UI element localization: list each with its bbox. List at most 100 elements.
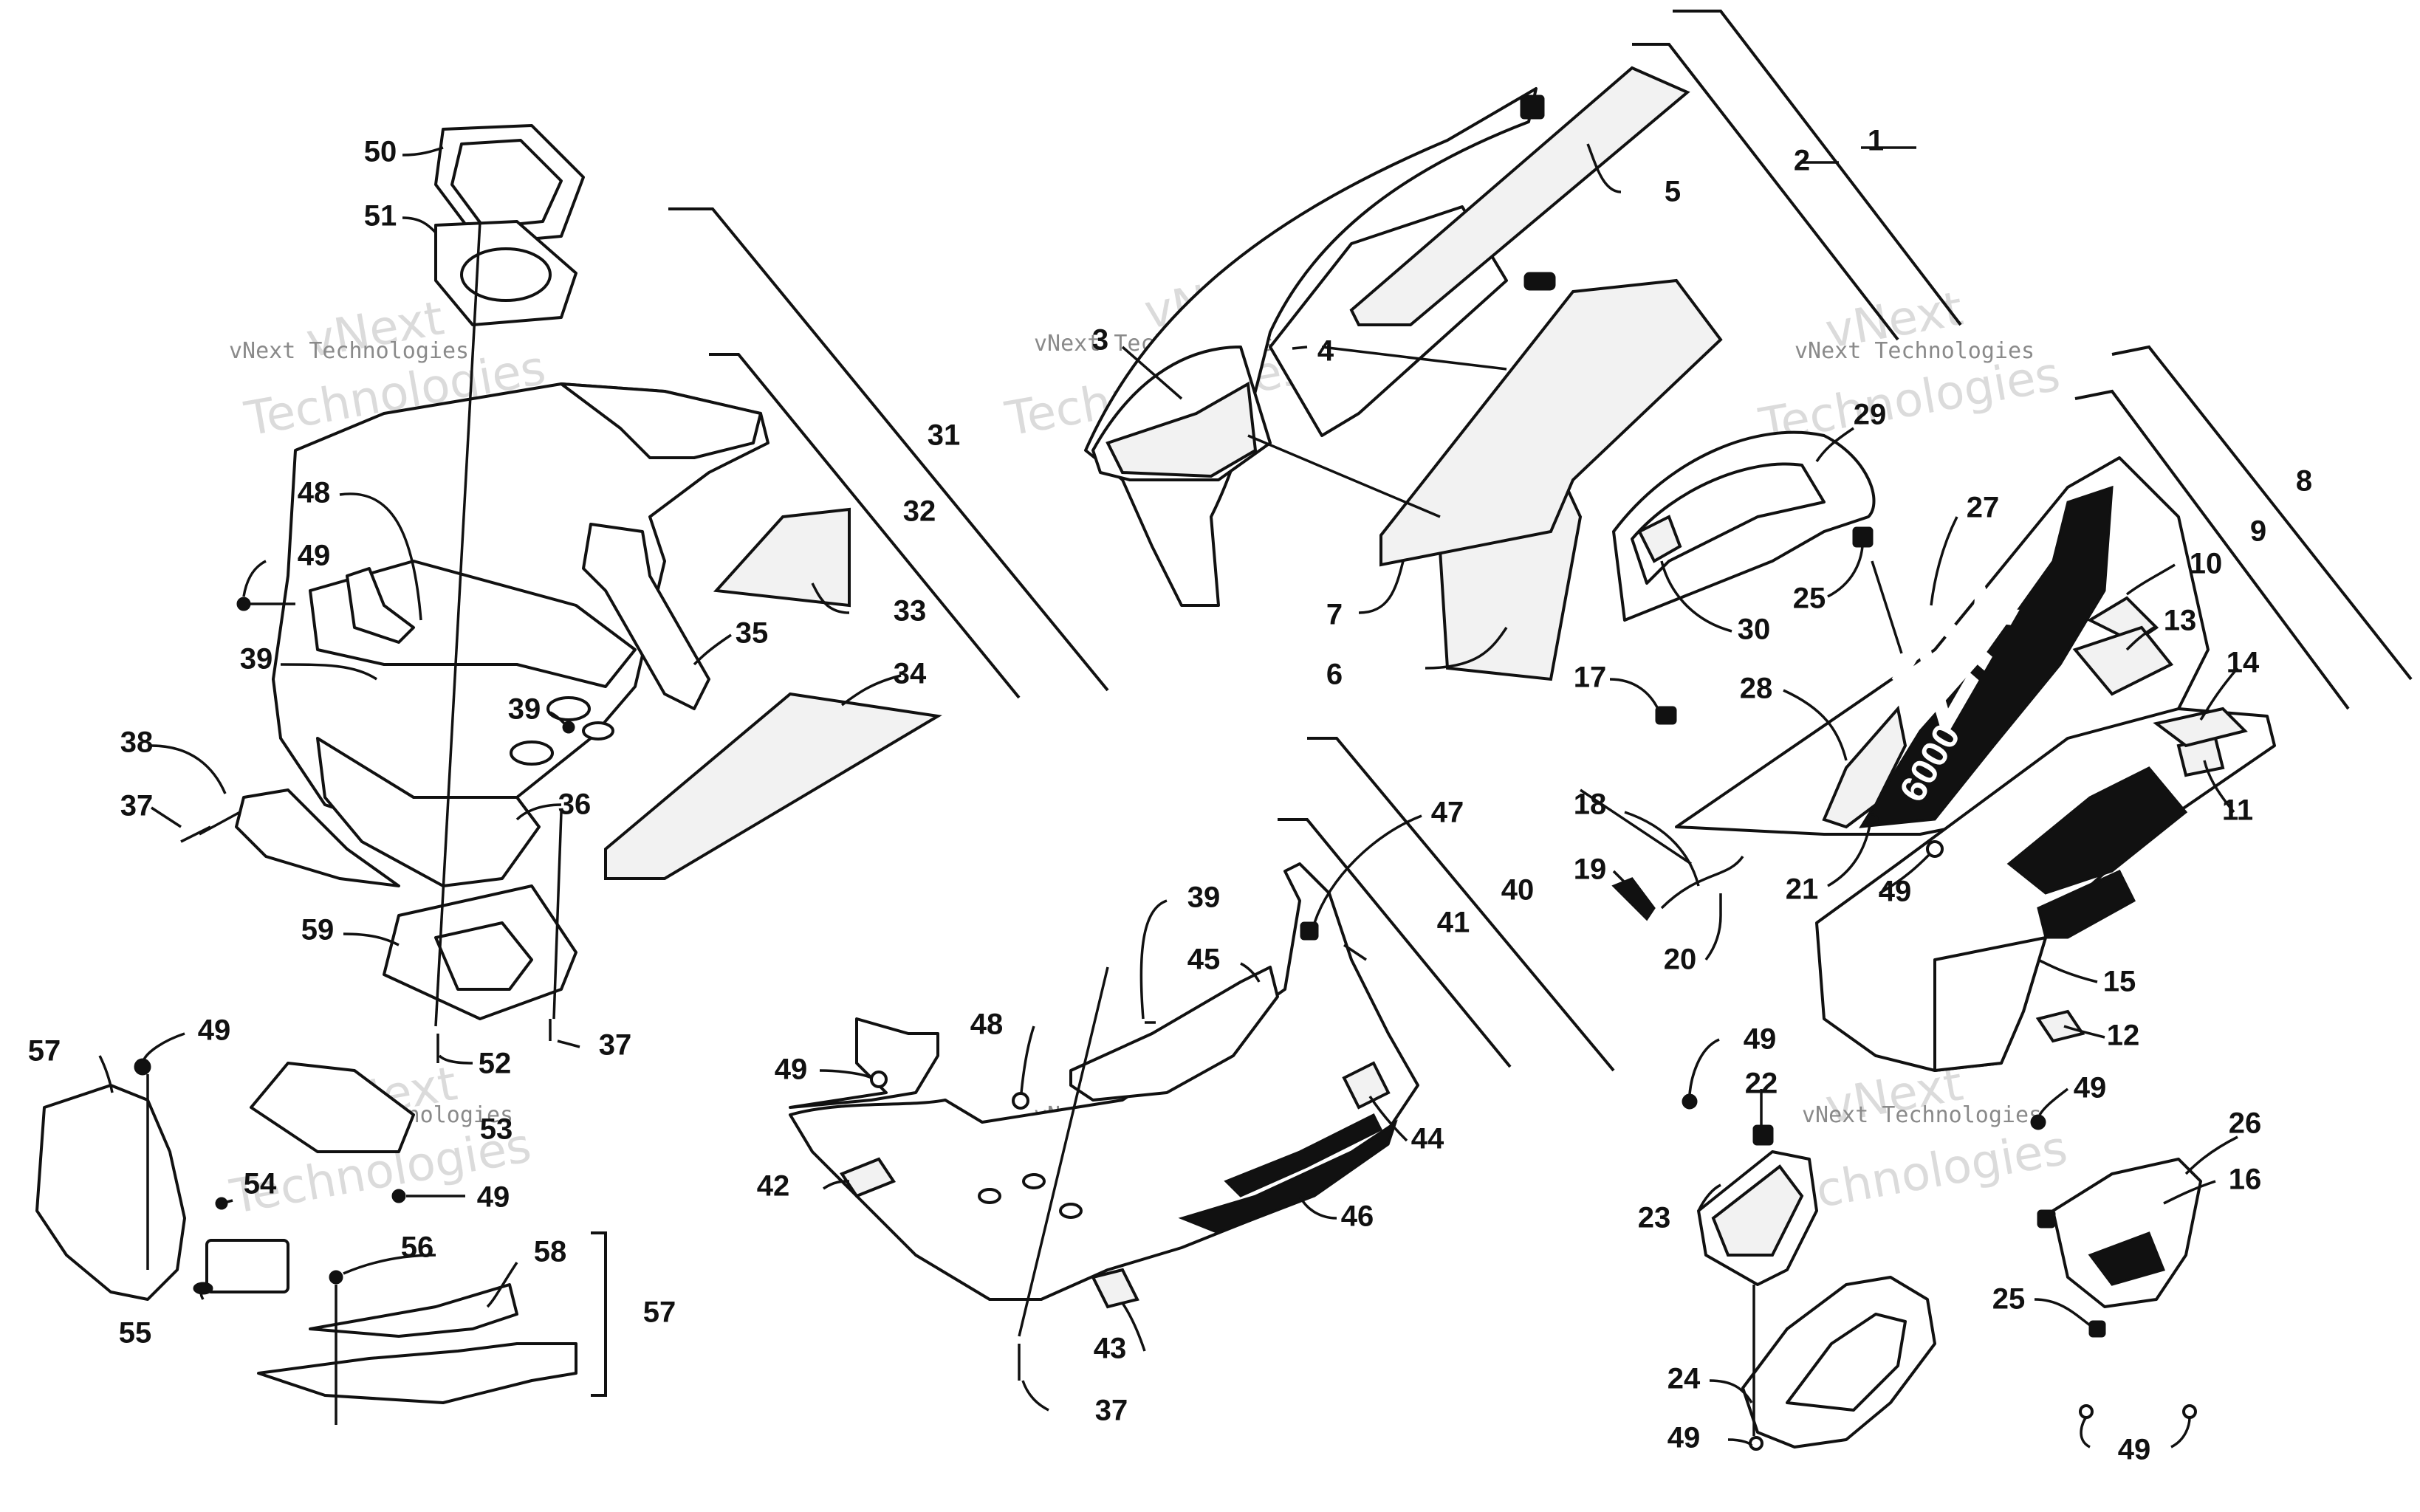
- leader-23: [1697, 1183, 1721, 1212]
- part-25-clip: [2037, 1209, 2056, 1228]
- bracket-1: [1673, 10, 1962, 326]
- part-49-fastener: [236, 597, 251, 611]
- assembly-line: [1580, 788, 1692, 865]
- part-15-decal: [2037, 870, 2136, 939]
- callout-38: 38: [120, 726, 154, 759]
- leader-36: [515, 803, 562, 821]
- callout-15: 15: [2103, 966, 2136, 998]
- part-25-clip: [1852, 526, 1874, 548]
- leader-14: [2199, 667, 2239, 721]
- callout-55: 55: [119, 1317, 152, 1350]
- leader-18: [1624, 811, 1700, 887]
- leader-11: [2203, 760, 2235, 814]
- assembly-line: [434, 221, 481, 1027]
- callout-3: 3: [1092, 324, 1108, 357]
- callout-47: 47: [1431, 797, 1464, 829]
- part-40-hole: [1059, 1203, 1083, 1219]
- part-23-mesh: [1711, 1164, 1804, 1257]
- callout-40: 40: [1501, 874, 1535, 907]
- leader-27: [1930, 516, 1958, 606]
- part-47-clip: [1300, 921, 1319, 941]
- leader-54: [221, 1199, 233, 1205]
- watermark-text: vNext Technologies: [1795, 338, 2035, 364]
- part-45-insert: [1069, 966, 1279, 1102]
- callout-11: 11: [2222, 794, 2253, 827]
- part-31-hole: [510, 740, 554, 766]
- leader-55: [199, 1291, 205, 1300]
- callout-39b: 39: [508, 693, 541, 726]
- leader-37c: [1021, 1380, 1049, 1412]
- callout-13: 13: [2164, 605, 2197, 637]
- lower-right-assembly: [1682, 1093, 2202, 1451]
- leader-48b: [1020, 1025, 1035, 1093]
- callout-25: 25: [1793, 583, 1826, 615]
- callout-49: 49: [298, 540, 331, 572]
- side-panel-assembly: ZR 6000: [1580, 430, 2276, 1072]
- part-33-foam: [713, 507, 851, 608]
- leader-25b: [2034, 1298, 2091, 1327]
- leader-19: [1612, 870, 1626, 884]
- callout-5: 5: [1665, 176, 1681, 208]
- part-4-clip: [1523, 272, 1556, 291]
- callout-16: 16: [2229, 1164, 2262, 1196]
- part-18-cable: [1660, 856, 1744, 910]
- leader-59: [343, 932, 400, 946]
- callout-12: 12: [2107, 1020, 2140, 1052]
- leader-48: [339, 492, 422, 621]
- bracket-9: [2074, 389, 2350, 710]
- part-50-gasket-inner: [450, 139, 563, 229]
- callout-53: 53: [480, 1113, 513, 1146]
- bracket-32: [709, 353, 1021, 699]
- leader-49e: [1879, 853, 1930, 895]
- leader-20: [1704, 915, 1722, 961]
- part-14-patch: [2153, 707, 2248, 748]
- leader-34: [840, 674, 902, 707]
- watermark-text: vNext Technologies: [229, 338, 469, 364]
- callout-49e: 49: [1879, 876, 1912, 908]
- part-43-patch: [1091, 1268, 1139, 1309]
- bracket-8: [2111, 345, 2413, 681]
- callout-52: 52: [479, 1048, 512, 1080]
- leader-13: [2125, 625, 2157, 651]
- part-56-fastener: [329, 1270, 343, 1285]
- callout-4: 4: [1317, 335, 1334, 368]
- callout-28: 28: [1740, 673, 1773, 705]
- leader-44: [1368, 1096, 1408, 1142]
- callout-26: 26: [2229, 1107, 2262, 1140]
- callout-49h: 49: [1667, 1422, 1701, 1454]
- leader-46: [1298, 1195, 1337, 1220]
- leader-26: [2184, 1135, 2238, 1175]
- leader-58: [486, 1262, 518, 1308]
- leader-57: [98, 1055, 114, 1093]
- part-31-nose-top: [560, 382, 762, 459]
- part-49-fastener: [2030, 1114, 2046, 1130]
- callout-35: 35: [736, 617, 769, 650]
- leader-49c: [143, 1032, 185, 1060]
- callout-8: 8: [2296, 465, 2312, 498]
- part-22-clip: [1752, 1124, 1774, 1146]
- leader-49f: [1688, 1038, 1720, 1095]
- part-49-fastener: [134, 1058, 151, 1076]
- leader-56: [343, 1254, 436, 1275]
- part-44-patch: [1342, 1061, 1391, 1110]
- part-16-decal: [2088, 1231, 2166, 1286]
- callout-41: 41: [1437, 907, 1470, 939]
- part-53-bracket: [250, 1062, 415, 1153]
- callout-37c: 37: [1095, 1395, 1128, 1427]
- part-46-decal: [1178, 1119, 1398, 1234]
- leader-37b: [151, 806, 182, 828]
- part-3-foam: [1106, 381, 1258, 478]
- callout-20: 20: [1664, 944, 1697, 976]
- leader-17: [1609, 678, 1659, 709]
- bracket-40: [1307, 737, 1615, 1072]
- part-27-decal: [1859, 485, 2114, 828]
- callout-49g: 49: [2074, 1072, 2107, 1104]
- leader-51: [402, 216, 437, 234]
- callout-32: 32: [903, 495, 936, 528]
- part-5-foam-strip: [1349, 66, 1690, 326]
- leader-39b: [549, 711, 569, 728]
- part-47-fastener: [1343, 944, 1367, 961]
- callout-21: 21: [1786, 873, 1819, 906]
- leader-39: [280, 663, 377, 681]
